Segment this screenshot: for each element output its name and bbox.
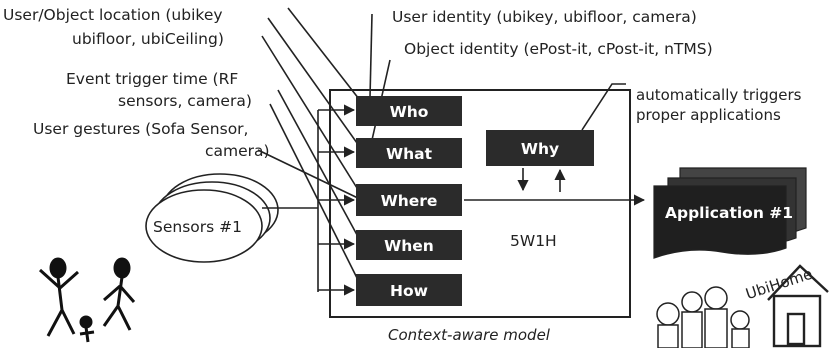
sensor-ellipse-1	[145, 189, 263, 263]
event-line-when	[277, 89, 363, 245]
what-box	[356, 138, 462, 168]
sensor-connectors	[262, 104, 356, 296]
who-label: Who	[390, 103, 429, 121]
figure-2	[102, 257, 136, 331]
house-door	[786, 312, 806, 346]
gestures-label-line1: User gestures (Sofa Sensor,	[33, 120, 249, 138]
user-identity-label: User identity (ubikey, ubifloor, camera)	[392, 8, 697, 26]
5w-boxes: Who What Where When How	[356, 96, 462, 306]
5w1h-label: 5W1H	[510, 232, 557, 250]
model-caption: Context-aware model	[388, 326, 551, 344]
how-label: How	[390, 282, 428, 300]
application-stack: Application #1	[653, 167, 807, 259]
figure-1	[38, 257, 79, 337]
user-identity-line-who	[369, 13, 373, 98]
gesture-line-where	[257, 149, 363, 201]
house-roof	[767, 264, 829, 301]
family-member-4-head	[730, 310, 750, 330]
who-box	[356, 96, 462, 126]
how-box	[356, 274, 462, 306]
event-time-label-line1: Event trigger time (RF	[66, 70, 238, 88]
event-line-how	[269, 103, 363, 289]
input-lines	[257, 7, 391, 289]
event-time-label-line2: sensors, camera)	[118, 92, 252, 110]
gestures-label-line2: camera)	[205, 142, 270, 160]
trigger-pointer-line	[581, 83, 626, 131]
location-label-line2: ubifloor, ubiCeiling)	[72, 30, 224, 48]
ubihome-logo: UbiHome	[743, 264, 829, 348]
sensors-label: Sensors #1	[153, 218, 242, 236]
where-box	[356, 184, 462, 216]
location-line-who	[287, 7, 367, 109]
location-label-line1: User/Object location (ubikey	[3, 6, 223, 24]
application-label: Application #1	[665, 204, 793, 222]
app-doc-1	[653, 185, 787, 259]
when-box	[356, 230, 462, 260]
what-label: What	[386, 145, 433, 163]
family-member-4-body	[731, 328, 750, 348]
input-labels: User/Object location (ubikey ubifloor, u…	[3, 6, 713, 160]
stick-figures-left	[38, 257, 136, 343]
sensors-group: Sensors #1	[145, 173, 279, 263]
family-figures	[656, 286, 750, 348]
family-member-2-head	[681, 291, 703, 313]
house-body	[772, 294, 822, 348]
when-label: When	[384, 237, 434, 255]
family-member-1-head	[656, 302, 680, 326]
object-identity-label: Object identity (ePost-it, cPost-it, nTM…	[404, 40, 713, 58]
context-model-frame	[329, 89, 631, 318]
family-member-3-body	[704, 308, 728, 348]
family-member-3-head	[704, 286, 728, 310]
where-label: Where	[381, 192, 438, 210]
location-line-what	[267, 17, 363, 151]
why-label: Why	[521, 140, 559, 158]
family-member-2-body	[681, 311, 703, 348]
location-line-where	[261, 35, 363, 197]
family-member-1-body	[657, 324, 679, 348]
trigger-text-line2: proper applications	[636, 106, 781, 124]
figure-child	[79, 315, 95, 343]
trigger-text-line1: automatically triggers	[636, 86, 802, 104]
why-box	[486, 130, 594, 166]
